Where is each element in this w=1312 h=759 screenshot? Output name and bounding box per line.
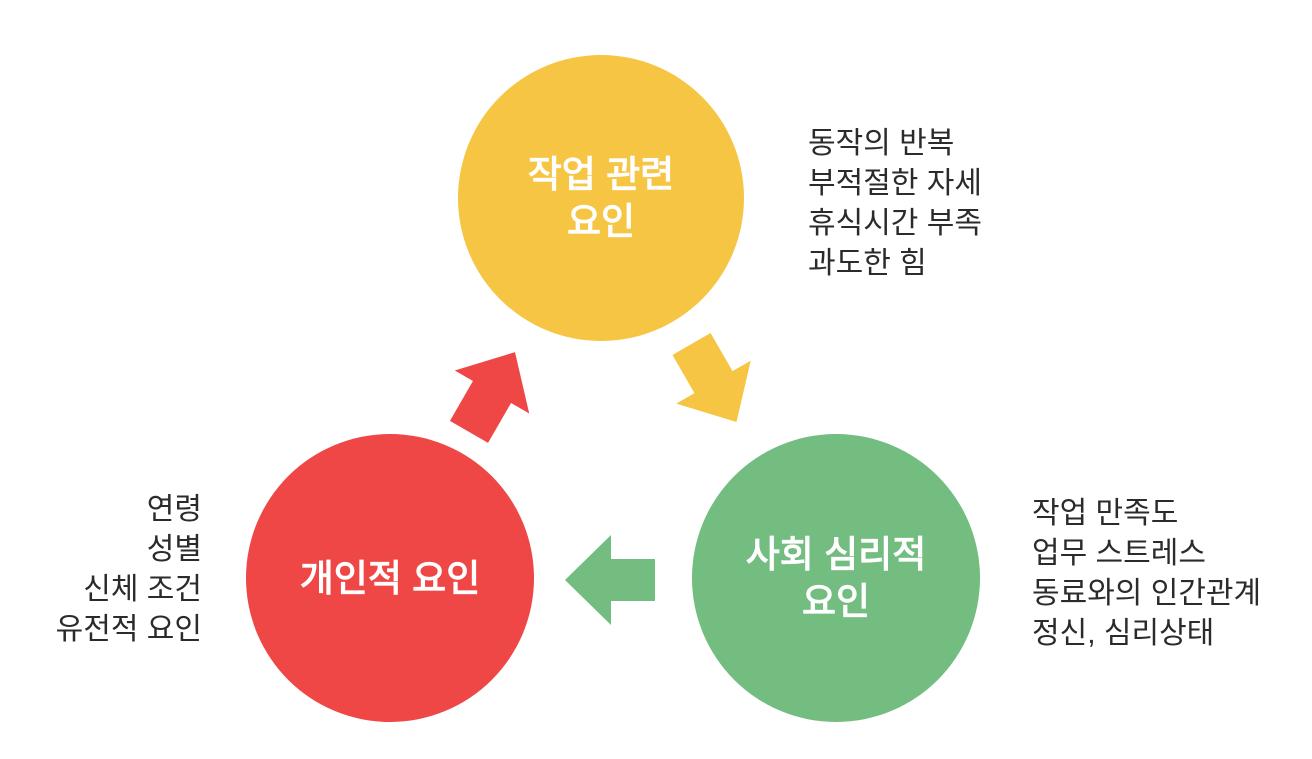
social-factors-circle: [692, 434, 980, 722]
social-factors-detail-2: 업무 스트레스: [1032, 537, 1206, 570]
work-factors-detail-3: 휴식시간 부족: [808, 207, 982, 240]
social-factors-detail-4: 정신, 심리상태: [1032, 617, 1215, 650]
work-factors-detail-2: 부적절한 자세: [808, 167, 982, 200]
personal-factors-detail-3: 신체 조건: [83, 573, 202, 606]
arrow-social-to-personal-icon: [565, 535, 655, 625]
personal-factors-circle: [246, 434, 534, 722]
work-factors-circle: [458, 55, 744, 341]
work-factors-detail-1: 동작의 반복: [808, 127, 955, 160]
social-factors-detail-3: 동료와의 인간관계: [1032, 577, 1262, 610]
arrow-work-to-social-icon: [672, 333, 751, 422]
work-factors-detail-4: 과도한 힘: [808, 247, 927, 280]
work-factors-details: 동작의 반복 부적절한 자세 휴식시간 부족 과도한 힘: [808, 124, 982, 284]
arrow-personal-to-work-icon: [449, 352, 530, 443]
personal-factors-detail-1: 연령: [146, 493, 202, 526]
personal-factors-details: 연령 성별 신체 조건 유전적 요인: [22, 490, 202, 650]
personal-factors-detail-4: 유전적 요인: [55, 613, 202, 646]
personal-factors-detail-2: 성별: [146, 533, 202, 566]
social-factors-details: 작업 만족도 업무 스트레스 동료와의 인간관계 정신, 심리상태: [1032, 494, 1261, 654]
social-factors-detail-1: 작업 만족도: [1032, 497, 1179, 530]
